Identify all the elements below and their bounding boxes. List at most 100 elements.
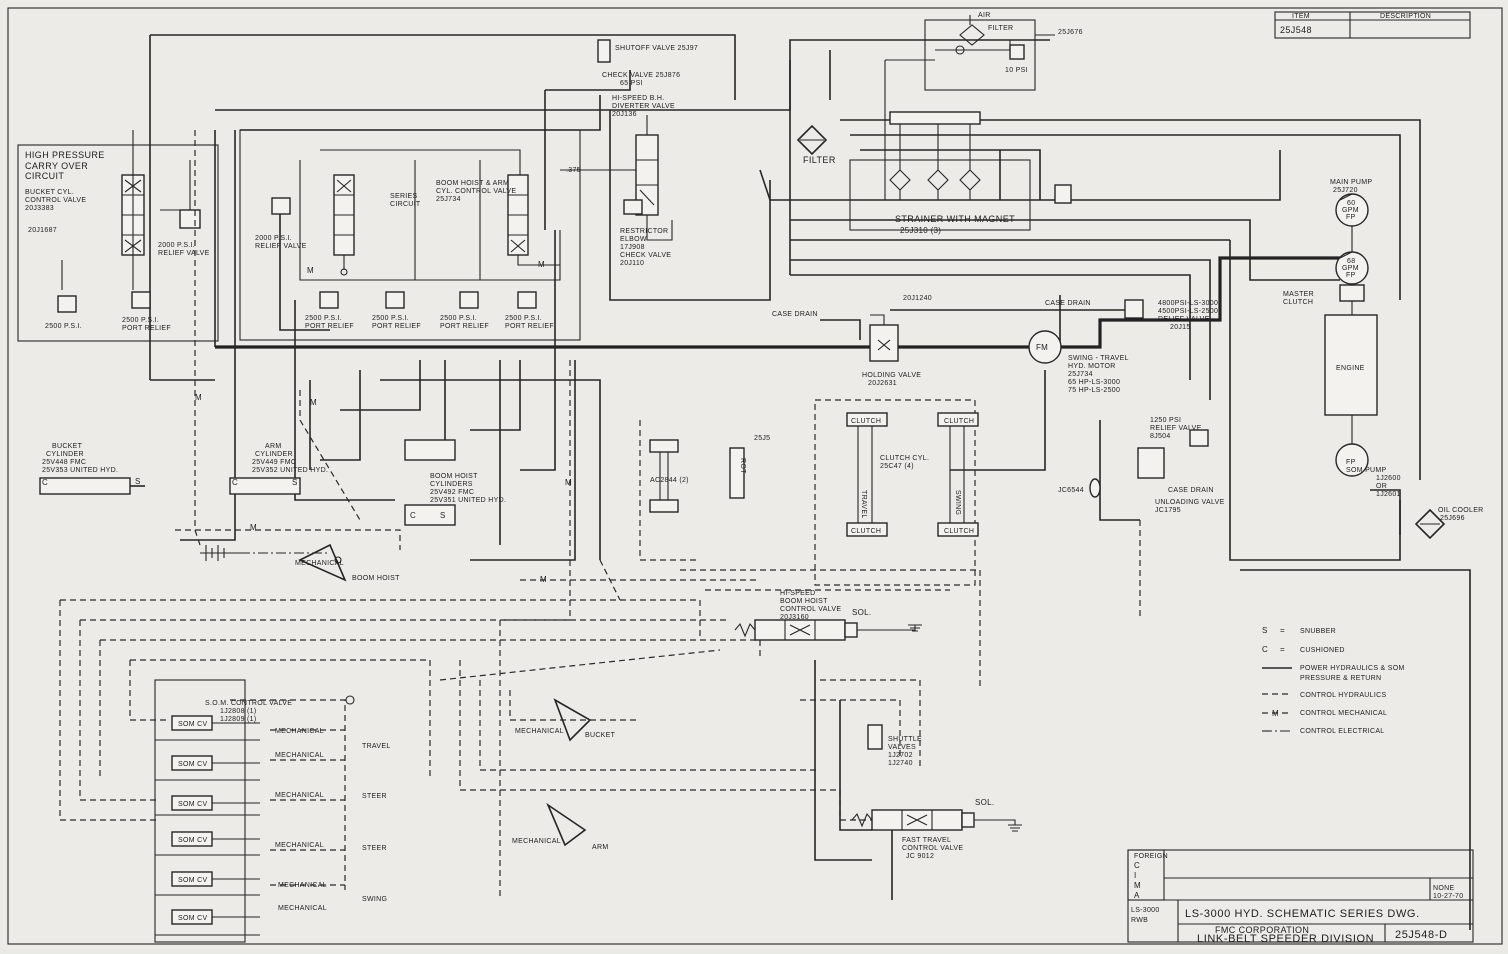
accumulator <box>1089 478 1101 498</box>
swing-travel-hp-1: 65 HP-LS-3000 <box>1068 379 1120 386</box>
holding-valve-part: 20J2631 <box>868 380 897 387</box>
foreign-label: FOREIGN <box>1134 853 1168 860</box>
arm-cylinder-label: ARM <box>265 443 281 450</box>
arm-mechanical-label: MECHANICAL <box>512 838 561 845</box>
som-cv-label-5: SOM CV <box>178 877 207 884</box>
som-cv-part-1: 1J2808 (1) <box>220 708 256 715</box>
shuttle-valves <box>867 724 883 750</box>
legend-snubber: SNUBBER <box>1300 628 1336 635</box>
air-relief-valve <box>1009 44 1025 60</box>
pump-68-fp: FP <box>1346 272 1356 279</box>
som-cv-label: S.O.M. CONTROL VALVE <box>205 700 292 707</box>
holding-valve <box>869 324 899 362</box>
clutch-label-2: CLUTCH <box>944 418 974 425</box>
series-relief-label-2: RELIEF VALVE <box>255 243 307 250</box>
part-25j676: 25J676 <box>1058 29 1083 36</box>
description-header: DESCRIPTION <box>1380 13 1431 20</box>
swing-travel-hp-2: 75 HP-LS-2500 <box>1068 387 1120 394</box>
boom-hoist-cv-label-2: CYL. CONTROL VALVE <box>436 188 516 195</box>
reservoir-tank <box>889 111 981 125</box>
air-10psi-label: 10 PSI <box>1005 67 1028 74</box>
part-20j1687: 20J1687 <box>28 227 57 234</box>
port-2500-label-d: 2500 P.S.I. <box>372 315 409 322</box>
shutoff-valve-label: SHUTOFF VALVE 25J97 <box>615 45 698 52</box>
hispeed-bh-label-3: 20J136 <box>612 111 637 118</box>
fast-travel-solenoid <box>961 812 975 828</box>
drawn-value: RWB <box>1131 917 1148 924</box>
boom-hoist-cyl-part-1: 25V492 FMC <box>430 489 474 496</box>
master-clutch-label-2: CLUTCH <box>1283 299 1313 306</box>
case-drain-label-right: CASE DRAIN <box>1045 300 1091 307</box>
series-label: SERIES <box>390 193 418 200</box>
part-20j15: 20J15 <box>1170 324 1191 331</box>
case-drain-label-3: CASE DRAIN <box>1168 487 1214 494</box>
bh-cyl-s: S <box>440 511 446 520</box>
port-2500-label-e: 2500 P.S.I. <box>440 315 477 322</box>
hp-carry-label-3: CIRCUIT <box>25 171 64 181</box>
legend-key-s: S <box>1262 626 1268 635</box>
port-relief-label-c: PORT RELIEF <box>305 323 354 330</box>
cv-spring-icon <box>734 622 756 638</box>
oil-cooler-icon <box>1414 508 1446 540</box>
swing-travel-motor <box>1028 330 1062 364</box>
sol-label-1: SOL. <box>852 608 871 617</box>
holding-valve-label: HOLDING VALVE <box>862 372 921 379</box>
air-filter-icon <box>959 24 985 46</box>
legend-control-hyd: CONTROL HYDRAULICS <box>1300 692 1386 699</box>
mech-label-1: MECHANICAL <box>275 728 324 735</box>
item-header: ITEM <box>1292 13 1310 20</box>
som-pump-fp: FP <box>1346 459 1356 466</box>
unloading-valve-label: UNLOADING VALVE <box>1155 499 1225 506</box>
model-value: LS-3000 <box>1131 907 1160 914</box>
air-filter-label: FILTER <box>988 25 1013 32</box>
port-relief-d <box>385 291 405 309</box>
boom-hoist-cylinder-2 <box>404 504 456 526</box>
mech-label-3: MECHANICAL <box>275 792 324 799</box>
sheet-border <box>7 7 1503 945</box>
bucket-cylinder-part-1: 25V448 FMC <box>42 459 86 466</box>
rot-device <box>729 447 745 499</box>
relief-valve-label-main: RELIEF VALVE <box>1158 316 1210 323</box>
date-value: 10-27-70 <box>1433 893 1463 900</box>
mech-link-lower: M <box>250 523 257 532</box>
revision-block <box>1274 11 1471 39</box>
som-pump-part: 1J2600 <box>1376 475 1401 482</box>
master-clutch-label: MASTER <box>1283 291 1314 298</box>
check-valve-65-label: CHECK VALVE 25J876 <box>602 72 680 79</box>
arm-lever <box>546 802 587 847</box>
check-valve-65-label-2: 65 PSI <box>620 80 643 87</box>
swing-travel-label-2: HYD. MOTOR <box>1068 363 1116 370</box>
hispeed-solenoid <box>844 622 858 638</box>
title-block: FOREIGN C I M A NONE 10-27-70 LS-3000 RW… <box>1127 849 1474 945</box>
rot-label: ROT <box>739 458 746 474</box>
relief-1250-label-2: RELIEF VALVE <box>1150 425 1202 432</box>
revision-dwg-number: 25J548 <box>1280 25 1312 35</box>
clutch-cyl-label: CLUTCH CYL. <box>880 455 929 462</box>
air-label: AIR <box>978 12 991 19</box>
mech-label-2: MECHANICAL <box>275 752 324 759</box>
som-cv-label-4: SOM CV <box>178 837 207 844</box>
arm-cylinder-part-2: 25V352 UNITED HYD. <box>252 467 328 474</box>
hp-carry-label: HIGH PRESSURE <box>25 150 105 160</box>
mech-link-arm: M <box>310 398 317 407</box>
hispeed-cv-label-3: CONTROL VALVE <box>780 606 841 613</box>
swing-travel-part: 25J734 <box>1068 371 1093 378</box>
bucket-cv-label-3: 20J3383 <box>25 205 54 212</box>
legend-control-electrical: CONTROL ELECTRICAL <box>1300 728 1385 735</box>
main-pump-part: 25J720 <box>1333 187 1358 194</box>
part-jc6544: JC6544 <box>1058 487 1084 494</box>
pump-60-unit: GPM <box>1342 207 1359 214</box>
restrictor-label-3: 17J908 <box>620 244 645 251</box>
fast-travel-part: JC 9012 <box>906 853 934 860</box>
drawing-number: 25J548-D <box>1395 929 1448 941</box>
boom-hoist-cv-label-3: 25J734 <box>436 196 461 203</box>
hispeed-cv-label: HI-SPEED <box>780 590 815 597</box>
air-filter-box <box>924 19 1036 91</box>
relief-1250-valve <box>1189 429 1209 447</box>
strainer-label: STRAINER WITH MAGNET <box>895 214 1015 224</box>
shuttle-part-2: 1J2740 <box>888 760 913 767</box>
travel-label: TRAVEL <box>362 743 391 750</box>
pump-68-value: 68 <box>1347 258 1355 265</box>
